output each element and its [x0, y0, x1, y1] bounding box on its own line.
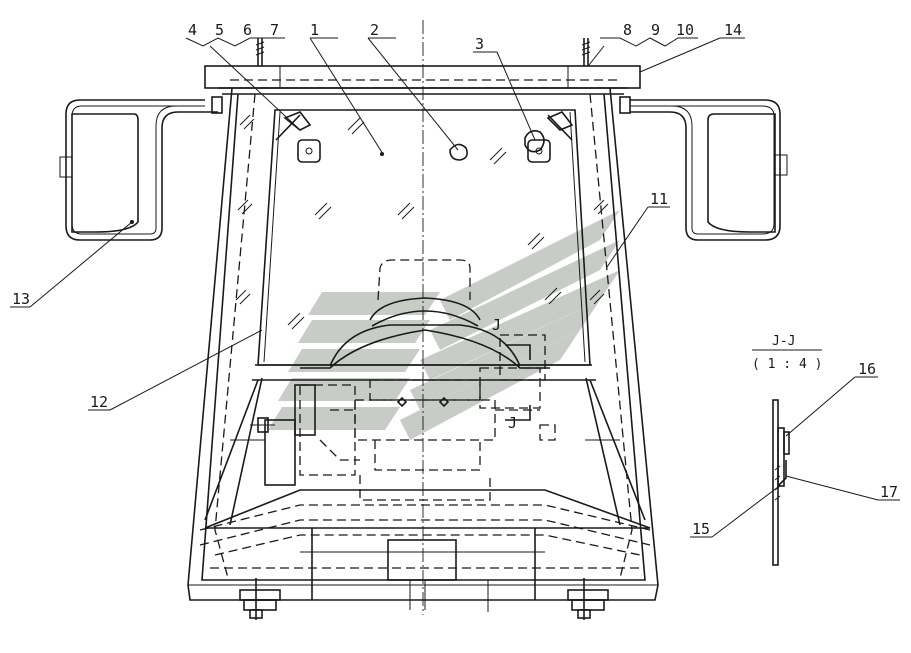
glass-hatch-marks: [235, 114, 609, 330]
callout-15: 15: [692, 520, 710, 538]
callout-5: 5: [215, 21, 224, 39]
mount-brackets: [275, 111, 574, 163]
roof-studs: [255, 38, 591, 66]
roof-beam: [204, 65, 641, 95]
callout-labels: 1 2 3 4 5 6 7 8 9 10 11 12 13 14 15 16 1…: [12, 21, 898, 538]
callout-9: 9: [651, 21, 660, 39]
callout-16: 16: [858, 360, 876, 378]
section-title: J-J: [772, 334, 795, 349]
callout-2: 2: [370, 21, 379, 39]
callout-4: 4: [188, 21, 197, 39]
callout-11: 11: [650, 190, 668, 208]
callout-12: 12: [90, 393, 108, 411]
right-mirror: [211, 96, 788, 241]
left-mirror: [59, 99, 218, 241]
callout-3: 3: [475, 35, 484, 53]
bottom-panels: [300, 528, 545, 612]
callout-13: 13: [12, 290, 30, 308]
front-glass: [235, 109, 609, 381]
watermark-logo: [268, 210, 620, 440]
callout-7: 7: [270, 21, 279, 39]
section-scale: ( 1 : 4 ): [752, 357, 822, 372]
section-mark-top: J: [492, 316, 501, 334]
section-mark-bottom: J: [508, 414, 517, 432]
callout-14: 14: [724, 21, 742, 39]
callout-1: 1: [310, 21, 319, 39]
leader-lines: [10, 37, 900, 538]
callout-6: 6: [243, 21, 252, 39]
bottom-mounts: [239, 578, 609, 620]
section-j-markers: J J: [492, 316, 531, 432]
callout-10: 10: [676, 21, 694, 39]
callout-8: 8: [623, 21, 632, 39]
section-jj-detail: J-J ( 1 : 4 ): [752, 334, 822, 566]
seat-and-console: [250, 259, 556, 501]
callout-17: 17: [880, 483, 898, 501]
corner-braces: [204, 377, 646, 526]
